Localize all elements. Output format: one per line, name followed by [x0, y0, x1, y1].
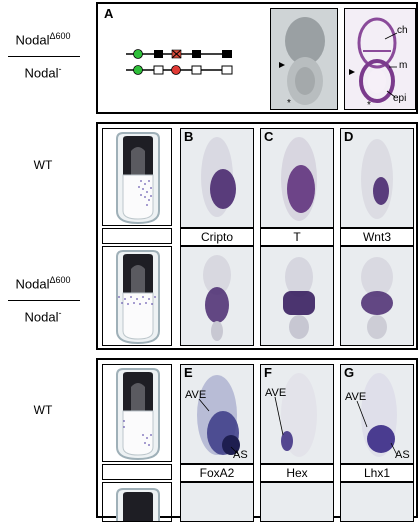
photo-row4-a — [180, 482, 254, 522]
letter-e: E — [184, 365, 193, 380]
photo-lhx1-wt: AVE AS — [340, 364, 414, 464]
label-epi: epi — [393, 93, 407, 104]
photo-cripto-wt — [180, 128, 254, 228]
caption-cell-d: Wnt3 — [340, 228, 414, 246]
caption-cell-e: FoxA2 — [180, 464, 254, 482]
letter-b: B — [184, 129, 194, 144]
schematic-caption-spacer-row3 — [102, 464, 172, 480]
genotype-fraction-rule — [8, 56, 80, 57]
panel-a-letter: A — [104, 6, 114, 21]
caption-cell-g: Lhx1 — [340, 464, 414, 482]
label-as-e: AS — [233, 449, 248, 461]
red-marker-icon — [171, 65, 181, 75]
schematic-caption-spacer — [102, 228, 172, 244]
construct-diagram — [126, 49, 233, 75]
caption-cell-c: T — [260, 228, 334, 246]
letter-c: C — [264, 129, 274, 144]
genotype-label-mid-numerator: NodalΔ600 — [15, 275, 71, 292]
label-as-g: AS — [395, 449, 410, 461]
block-1-frame: B C D Cripto T Wnt3 — [96, 122, 418, 350]
schematic-row3 — [102, 364, 172, 462]
caption-foxa2: FoxA2 — [199, 466, 235, 480]
svg-text:*: * — [367, 100, 371, 110]
letter-f: F — [264, 365, 272, 380]
label-ch: ch — [397, 25, 408, 36]
label-m: m — [399, 60, 408, 71]
letter-g: G — [344, 365, 355, 380]
photo-wnt3-wt — [340, 128, 414, 228]
genotype-label-top-denominator: Nodal- — [24, 64, 62, 81]
caption-hex: Hex — [286, 466, 308, 480]
caption-cell-f: Hex — [260, 464, 334, 482]
caption-lhx1: Lhx1 — [363, 466, 391, 480]
panel-a-section-photo: * ch m epi — [344, 8, 416, 110]
green-marker-icon — [133, 49, 143, 59]
caption-cell-b: Cripto — [180, 228, 254, 246]
label-ave-g: AVE — [345, 391, 367, 403]
label-ave-f: AVE — [265, 387, 287, 399]
genotype-label-top-numerator: NodalΔ600 — [15, 31, 71, 48]
photo-hex-wt: AVE — [260, 364, 334, 464]
schematic-row4 — [102, 482, 172, 522]
letter-d: D — [344, 129, 354, 144]
schematic-row1 — [102, 128, 172, 226]
caption-cripto: Cripto — [200, 230, 233, 244]
photo-wnt3-mutant — [340, 246, 414, 346]
schematic-row2 — [102, 246, 172, 346]
genotype-label-mid-denominator: Nodal- — [24, 308, 62, 325]
photo-foxa2-wt: AVE AS — [180, 364, 254, 464]
caption-wnt3: Wnt3 — [362, 230, 391, 244]
svg-text:*: * — [287, 98, 291, 109]
panel-a-frame: A * — [96, 2, 418, 114]
photo-row4-c — [340, 482, 414, 522]
photo-row4-b — [260, 482, 334, 522]
photo-t-mutant — [260, 246, 334, 346]
wt-label-row1: WT — [33, 158, 53, 172]
caption-t: T — [293, 230, 301, 244]
wt-label-row3: WT — [33, 403, 53, 417]
photo-t-wt — [260, 128, 334, 228]
label-ave-e: AVE — [185, 389, 207, 401]
block-2-frame: AVE AS E AVE F AVE AS G FoxA2 Hex Lhx1 — [96, 358, 418, 522]
genotype-fraction-rule-mid — [8, 300, 80, 301]
panel-a-embryo-photo: * — [270, 8, 338, 110]
photo-cripto-mutant — [180, 246, 254, 346]
